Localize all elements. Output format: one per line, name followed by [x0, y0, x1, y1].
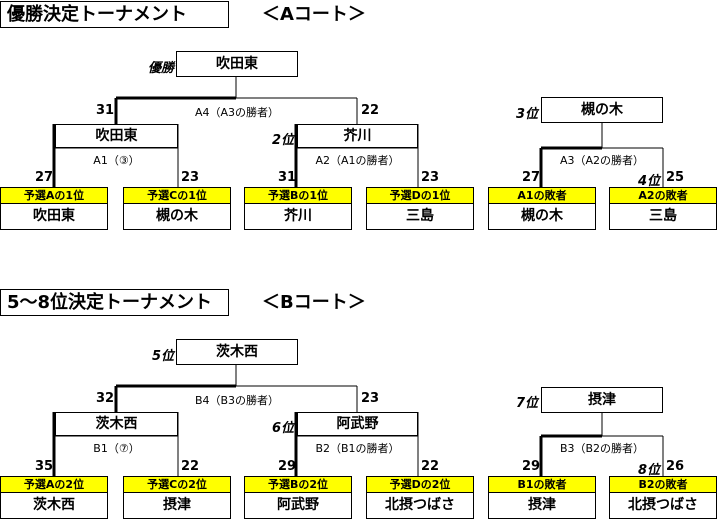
semi-left-match: A1（③）: [93, 154, 140, 167]
team-seed-label: B1の敗者: [488, 476, 596, 493]
semi-right-left-score: 31: [278, 170, 297, 185]
semi-right-right-score: 23: [421, 170, 440, 185]
b-semi-right-match: B2（B1の勝者）: [315, 442, 400, 455]
team-seed-label: 予選Cの2位: [123, 476, 231, 493]
team-name: 阿武野: [244, 493, 352, 519]
team-name: 摂津: [488, 493, 596, 519]
final-right-score: 22: [361, 103, 380, 118]
b-third-right-score: 26: [666, 459, 685, 474]
semi-right-match: A2（A1の勝者）: [315, 154, 400, 167]
third-match-label: A3（A2の勝者）: [559, 154, 645, 167]
third-place-box: 槻の木: [541, 97, 663, 123]
b-semi-right-winner: 阿武野: [297, 412, 418, 436]
team-seed-label: 予選Aの1位: [0, 187, 108, 204]
b-semi-left-right-score: 22: [181, 459, 200, 474]
section-a-title: 優勝決定トーナメント: [0, 1, 229, 28]
team-seed-label: 予選Bの1位: [244, 187, 352, 204]
b-third-match-label: B3（B2の勝者）: [559, 442, 645, 455]
team-name: 吹田東: [0, 204, 108, 230]
b-final-right-score: 23: [361, 391, 380, 406]
champion-box: 吹田東: [176, 51, 298, 77]
team-seed-label: 予選Cの1位: [123, 187, 231, 204]
fourth-rank-label: 4位: [637, 174, 660, 189]
team-seed-label: 予選Dの2位: [366, 476, 474, 493]
team-name: 北摂つばさ: [366, 493, 474, 519]
b-semi-right-right-score: 22: [421, 459, 440, 474]
b-semi-left-match: B1（⑦）: [93, 442, 140, 455]
team-name: 槻の木: [123, 204, 231, 230]
team-seed-label: 予選Aの2位: [0, 476, 108, 493]
b-semi-left-winner: 茨木西: [55, 412, 178, 436]
seventh-rank-label: 7位: [515, 396, 538, 411]
semi-left-right-score: 23: [181, 170, 200, 185]
team-seed-label: A1の敗者: [488, 187, 596, 204]
seventh-place-box: 摂津: [541, 387, 663, 413]
team-seed-label: A2の敗者: [609, 187, 717, 204]
semi-left-winner: 吹田東: [55, 124, 178, 148]
eighth-rank-label: 8位: [637, 463, 660, 478]
team-name: 三島: [609, 204, 717, 230]
team-seed-label: 予選Dの1位: [366, 187, 474, 204]
b-third-left-score: 29: [522, 459, 541, 474]
third-left-score: 27: [522, 170, 541, 185]
runner-up-rank-label: 2位: [271, 133, 294, 148]
b-final-match-label: B4（B3の勝者）: [194, 394, 280, 407]
team-name: 摂津: [123, 493, 231, 519]
team-name: 茨木西: [0, 493, 108, 519]
section-a-court: ＜Aコート＞: [262, 4, 366, 25]
third-rank-label: 3位: [515, 107, 538, 122]
team-seed-label: 予選Bの2位: [244, 476, 352, 493]
final-left-score: 31: [96, 103, 115, 118]
semi-right-winner: 芥川: [297, 124, 418, 148]
champion-rank-label: 優勝: [147, 61, 174, 76]
team-name: 槻の木: [488, 204, 596, 230]
team-seed-label: B2の敗者: [609, 476, 717, 493]
fifth-place-box: 茨木西: [176, 339, 298, 365]
b-semi-right-left-score: 29: [278, 459, 297, 474]
final-match-label: A4（A3の勝者）: [194, 106, 280, 119]
b-semi-left-left-score: 35: [35, 459, 54, 474]
semi-left-left-score: 27: [35, 170, 54, 185]
b-final-left-score: 32: [96, 391, 115, 406]
team-name: 北摂つばさ: [609, 493, 717, 519]
third-right-score: 25: [666, 170, 685, 185]
section-b-title: 5～8位決定トーナメント: [0, 289, 229, 316]
section-b-court: ＜Bコート＞: [262, 292, 366, 313]
sixth-rank-label: 6位: [271, 421, 294, 436]
team-name: 芥川: [244, 204, 352, 230]
fifth-rank-label: 5位: [151, 349, 174, 364]
team-name: 三島: [366, 204, 474, 230]
